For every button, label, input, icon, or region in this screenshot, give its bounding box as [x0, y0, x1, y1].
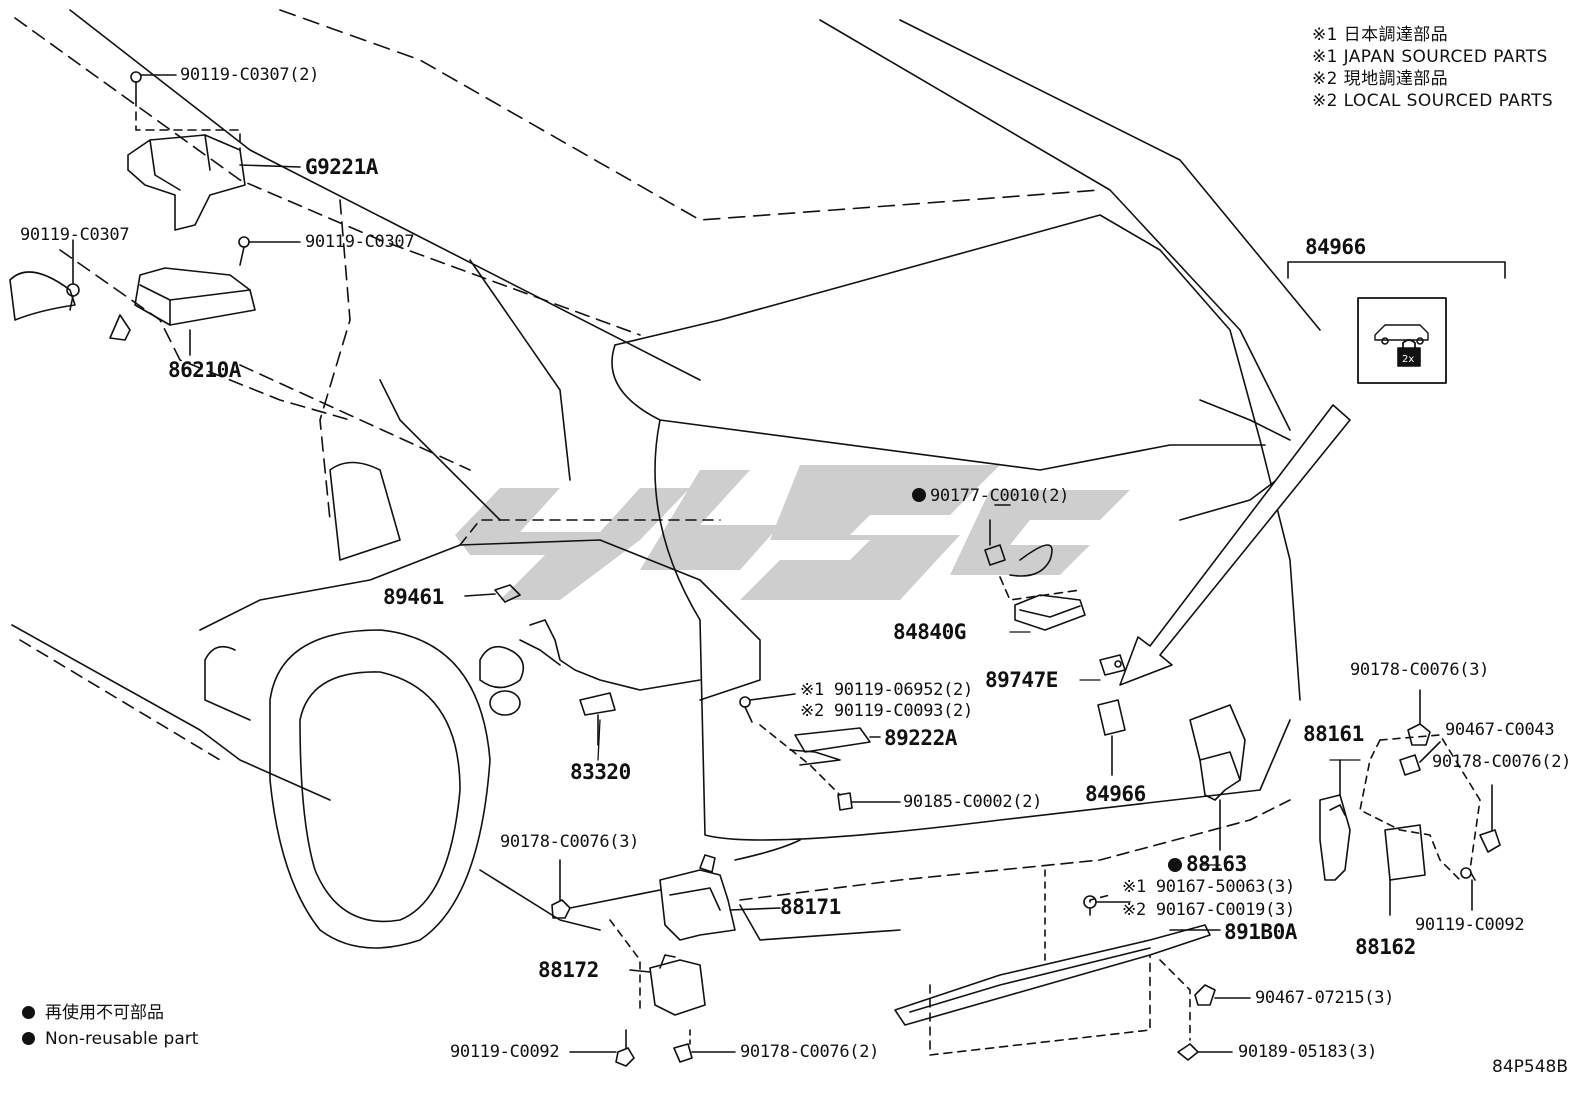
part-label: 90185-C0002(2): [903, 792, 1043, 812]
legend-non-reusable-en: Non-reusable part: [22, 1026, 198, 1052]
reinforcement-891B0A: [894, 869, 1251, 1061]
non-reusable-dot-icon: [912, 488, 926, 502]
part-label: 90189-05183(3): [1238, 1042, 1378, 1062]
clip-90177: [984, 504, 1011, 566]
part-label: 84840G: [893, 620, 966, 644]
part-label: 88171: [780, 895, 841, 919]
part-label: 84966: [1085, 782, 1146, 806]
note-japan-sourced-jp: ※1 日本調達部品: [1312, 25, 1449, 45]
module-86210A: [109, 267, 256, 356]
part-label: 90119-C0092: [450, 1042, 560, 1062]
unit-88172: [629, 954, 706, 1016]
non-reusable-dot-icon: [1168, 858, 1182, 872]
fastener-group-left: [551, 859, 736, 1067]
part-label: ※2 90167-C0019(3): [1122, 900, 1295, 920]
part-label-non-reusable: 90177-C0010(2): [912, 486, 1069, 506]
part-label: 89747E: [985, 668, 1058, 692]
part-label: 86210A: [168, 358, 241, 382]
part-label: 90178-C0076(3): [1350, 660, 1490, 680]
part-label: 90178-C0076(2): [740, 1042, 880, 1062]
bracket-88163: [1189, 704, 1246, 851]
legend-non-reusable-jp: 再使用不可部品: [22, 1000, 164, 1026]
non-reusable-dot-icon: [22, 1006, 35, 1019]
unit-88162: [1359, 739, 1461, 916]
screw-group-top: [66, 71, 301, 311]
sensor-89747E: [1099, 654, 1126, 676]
part-label: 90119-C0092: [1415, 915, 1525, 935]
part-label: 90178-C0076(3): [500, 832, 640, 852]
part-label: 88162: [1355, 935, 1416, 959]
part-label-non-reusable: 88163: [1168, 852, 1247, 876]
part-label: 90467-C0043: [1445, 720, 1555, 740]
non-reusable-dot-icon: [22, 1032, 35, 1045]
part-label: 88161: [1303, 722, 1364, 746]
part-label: ※2 90119-C0093(2): [800, 701, 973, 721]
leader-lines: [597, 631, 1361, 866]
direction-arrow: [1119, 404, 1351, 686]
part-label: 88172: [538, 958, 599, 982]
bracket-G9221A: [127, 134, 301, 231]
harness-89461: [464, 584, 701, 746]
group-bracket-84966: [1287, 261, 1506, 279]
body-outline: [11, 9, 1321, 949]
lamp-89222A: [739, 693, 901, 811]
part-label: 891B0A: [1224, 920, 1297, 944]
svg-text:2x: 2x: [1402, 354, 1414, 365]
part-label: 90178-C0076(2): [1432, 752, 1572, 772]
bracket-88171: [659, 854, 781, 941]
part-label: 90467-07215(3): [1255, 988, 1395, 1008]
note-japan-sourced-en: ※1 JAPAN SOURCED PARTS: [1312, 47, 1548, 67]
vehicle-lock-2x-icon: 2x: [1357, 297, 1447, 384]
switch-84966: [1097, 699, 1126, 776]
nut-group-right: [1379, 689, 1501, 911]
part-label: ※1 90119-06952(2): [800, 680, 973, 700]
part-label: ※1 90167-50063(3): [1122, 877, 1295, 897]
part-label: 89222A: [884, 726, 957, 750]
part-label: 83320: [570, 760, 631, 784]
fender-trim: [9, 271, 76, 321]
part-label: 90119-C0307(2): [180, 65, 320, 85]
note-local-sourced-en: ※2 LOCAL SOURCED PARTS: [1312, 91, 1554, 111]
diagram-code: 84P548B: [1492, 1057, 1568, 1077]
logo-watermark: [455, 465, 1130, 600]
part-label: 89461: [383, 585, 444, 609]
part-84840G: [999, 576, 1086, 631]
part-label: G9221A: [305, 155, 378, 179]
part-label: 84966: [1305, 235, 1366, 259]
note-local-sourced-jp: ※2 現地調達部品: [1312, 69, 1449, 89]
bracket-88161: [1319, 759, 1351, 881]
part-label: 90119-C0307: [20, 225, 130, 245]
part-label: 90119-C0307: [305, 232, 415, 252]
